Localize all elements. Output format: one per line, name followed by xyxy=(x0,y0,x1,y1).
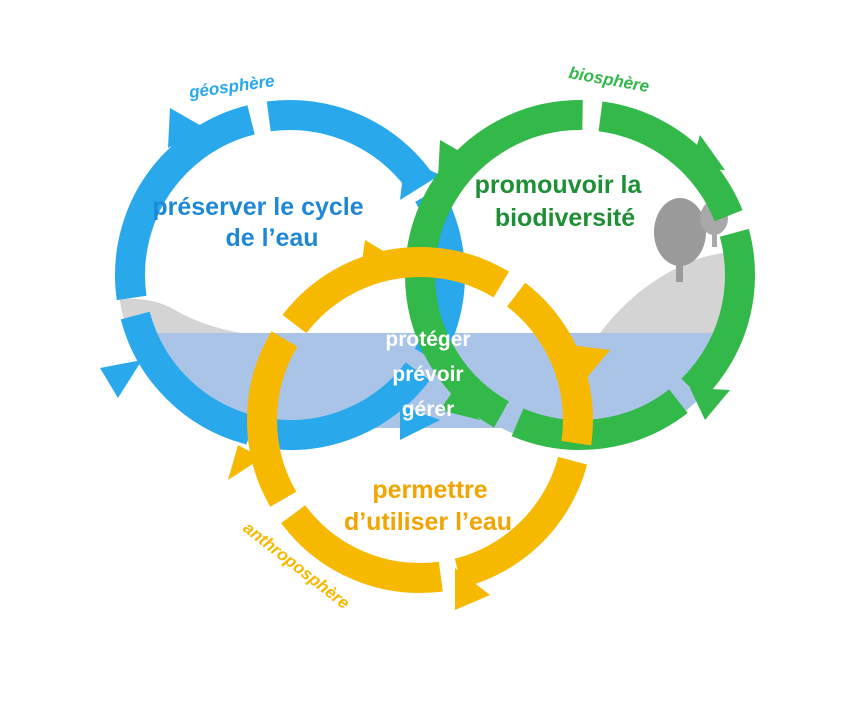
anthroposphere-arrowheads xyxy=(228,240,610,610)
biosphere-goal-line-2: biodiversité xyxy=(495,204,635,232)
geosphere-goal-line-2: de l’eau xyxy=(225,224,318,252)
biosphere-goal-line-1: promouvoir la xyxy=(475,171,643,199)
geosphere-goal-line-1: préserver le cycle xyxy=(152,193,363,221)
geosphere-arrowheads xyxy=(100,108,440,440)
biosphere-cycle-arrows xyxy=(405,100,755,450)
center-text-manage: gérer xyxy=(402,398,455,421)
biosphere-label: biosphère xyxy=(567,63,650,96)
anthroposphere-cycle-arrows xyxy=(246,246,593,593)
anthroposphere-goal-line-1: permettre xyxy=(372,476,487,504)
anthroposphere-goal-line-2: d’utiliser l’eau xyxy=(344,508,512,536)
tree-icon xyxy=(654,198,728,282)
center-text-protect: protéger xyxy=(385,328,470,351)
geosphere-label: géosphère xyxy=(187,71,276,102)
land-hill xyxy=(600,250,752,333)
biosphere-arrowheads xyxy=(438,135,730,420)
center-text-forecast: prévoir xyxy=(392,363,463,386)
